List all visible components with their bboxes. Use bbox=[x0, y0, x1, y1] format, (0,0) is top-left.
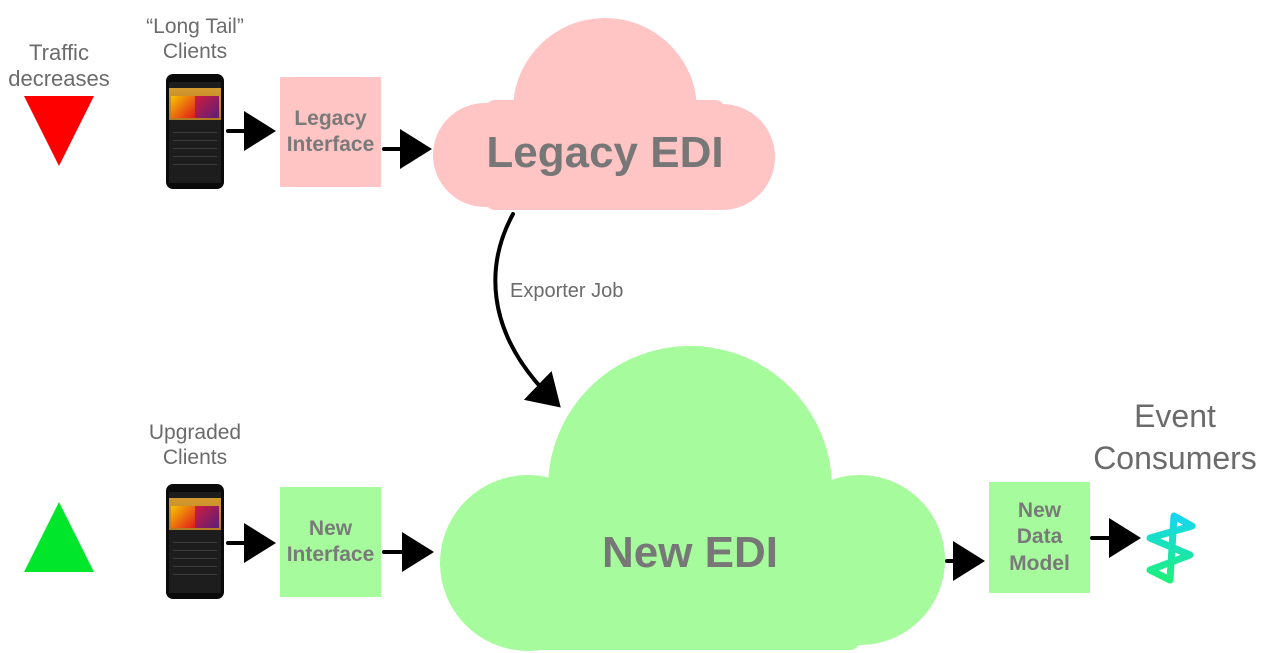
arrow-exporter-job bbox=[493, 212, 561, 408]
traffic-up-icon bbox=[24, 502, 94, 572]
traffic-decreases-label: Traffic decreases bbox=[8, 40, 110, 92]
long-tail-phone-image bbox=[166, 74, 224, 189]
upgraded-clients-label: Upgraded Clients bbox=[148, 421, 242, 470]
new-data-model-box: New Data Model bbox=[989, 482, 1090, 593]
new-edi-label: New EDI bbox=[601, 528, 779, 577]
exporter-job-label: Exporter Job bbox=[510, 280, 624, 302]
event-hub-logo-icon bbox=[1146, 512, 1196, 584]
legacy-edi-cloud bbox=[433, 18, 775, 210]
legacy-interface-box: Legacy Interface bbox=[280, 77, 381, 187]
new-edi-cloud bbox=[440, 346, 945, 651]
event-consumers-label: Event Consumers bbox=[1093, 398, 1257, 476]
new-interface-box: New Interface bbox=[280, 487, 381, 597]
long-tail-clients-label: “Long Tail” Clients bbox=[146, 15, 244, 64]
upgraded-phone-image bbox=[166, 484, 224, 599]
traffic-down-icon bbox=[24, 96, 94, 166]
legacy-edi-label: Legacy EDI bbox=[486, 128, 724, 177]
